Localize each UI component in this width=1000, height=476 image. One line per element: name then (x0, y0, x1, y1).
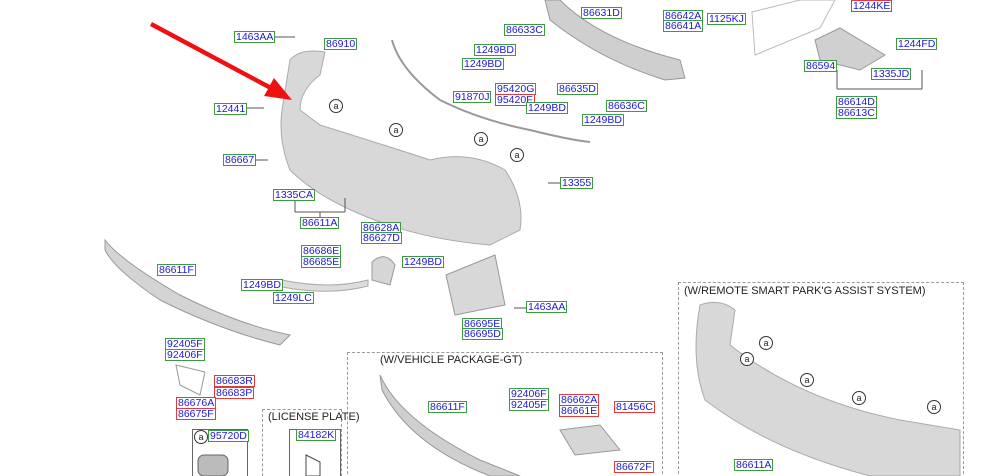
part-number-label[interactable]: 86683P (214, 387, 255, 399)
callout-a: a (329, 99, 343, 113)
part-number-label[interactable]: 86633C (504, 24, 545, 36)
sensor-part-box (192, 429, 248, 476)
part-number-label[interactable]: 92405F (509, 399, 549, 411)
garnish-strip (281, 279, 369, 292)
gt-reflector (559, 424, 621, 456)
part-number-label[interactable]: 95720D (208, 430, 249, 442)
part-number-label[interactable]: 1249BD (402, 256, 444, 268)
part-number-label[interactable]: 86631D (581, 7, 622, 19)
callout-a: a (759, 336, 773, 350)
spas-caption: (W/REMOTE SMART PARK'G ASSIST SYSTEM) (684, 285, 926, 297)
parking-sensor-icon (197, 454, 229, 476)
body-panel-outline (751, 0, 836, 56)
part-number-label[interactable]: 86675F (176, 408, 216, 420)
part-number-label[interactable]: 1249LC (273, 292, 314, 304)
part-number-label[interactable]: 1463AA (234, 31, 276, 43)
part-number-label[interactable]: 13355 (560, 177, 594, 189)
part-number-label[interactable]: 86636C (606, 100, 647, 112)
part-number-label[interactable]: 86685E (301, 256, 342, 268)
part-number-label[interactable]: 86611F (428, 401, 467, 413)
gt-package-caption: (W/VEHICLE PACKAGE-GT) (380, 354, 523, 366)
callout-a: a (800, 373, 814, 387)
part-number-label[interactable]: 84182K (296, 429, 337, 441)
part-number-label[interactable]: 1244FD (896, 38, 938, 50)
callout-a: a (474, 132, 488, 146)
callout-a: a (852, 391, 866, 405)
license-plate-caption: (LICENSE PLATE) (268, 411, 360, 423)
part-number-label[interactable]: 86594 (804, 60, 838, 72)
part-number-label[interactable]: 1244KE (851, 0, 893, 12)
callout-a: a (740, 352, 754, 366)
reflector-bracket (371, 256, 396, 286)
callout-a: a (389, 123, 403, 137)
part-number-label[interactable]: 1249BD (474, 44, 516, 56)
spas-bumper-cover (695, 301, 961, 476)
part-number-label[interactable]: 81456C (614, 401, 655, 413)
bumper-beam (544, 0, 686, 81)
reflector-left (175, 364, 206, 396)
part-number-label[interactable]: 86611A (734, 459, 774, 471)
part-number-label[interactable]: 1335CA (273, 189, 315, 201)
callout-a: a (194, 430, 208, 444)
gt-diffuser (379, 374, 521, 476)
part-number-label[interactable]: 86667 (223, 154, 257, 166)
lower-diffuser (104, 238, 292, 346)
part-number-label[interactable]: 1249BD (526, 102, 568, 114)
part-number-label[interactable]: 1249BD (462, 58, 504, 70)
wiring-harness (391, 39, 591, 143)
part-number-label[interactable]: 86672F (614, 461, 654, 473)
part-number-label[interactable]: 1463AA (526, 301, 568, 313)
part-number-label[interactable]: 1249BD (241, 279, 283, 291)
part-number-label[interactable]: 92406F (165, 349, 205, 361)
part-number-label[interactable]: 86635D (557, 83, 598, 95)
part-number-label[interactable]: 95420F (495, 94, 535, 106)
part-number-label[interactable]: 86661E (559, 405, 600, 417)
part-number-label[interactable]: 86611F (157, 264, 196, 276)
part-number-label[interactable]: 86686E (301, 245, 342, 257)
part-number-label[interactable]: 1125KJ (707, 13, 746, 25)
license-plate-bracket-icon (305, 454, 321, 476)
spas-box (678, 282, 964, 476)
part-number-label[interactable]: 1335JD (871, 68, 912, 80)
red-arrow (150, 22, 292, 100)
part-number-label[interactable]: 86695D (462, 328, 503, 340)
part-number-label[interactable]: 12441 (214, 103, 248, 115)
callout-a: a (510, 148, 524, 162)
part-number-label[interactable]: 86613C (836, 107, 877, 119)
part-number-label[interactable]: 86910 (324, 38, 358, 50)
license-plate-box (262, 409, 342, 476)
part-number-label[interactable]: 86627D (361, 232, 402, 244)
rear-bumper-cover (280, 50, 522, 246)
part-number-label[interactable]: 86611A (300, 217, 340, 229)
part-number-label[interactable]: 91870J (453, 91, 492, 103)
callout-a: a (927, 400, 941, 414)
part-number-label[interactable]: 86683R (214, 375, 255, 387)
part-number-label[interactable]: 1249BD (582, 114, 624, 126)
under-cover (445, 254, 506, 316)
gt-package-box (347, 352, 663, 476)
bumper-bracket (814, 27, 886, 71)
part-number-label[interactable]: 86641A (663, 20, 704, 32)
